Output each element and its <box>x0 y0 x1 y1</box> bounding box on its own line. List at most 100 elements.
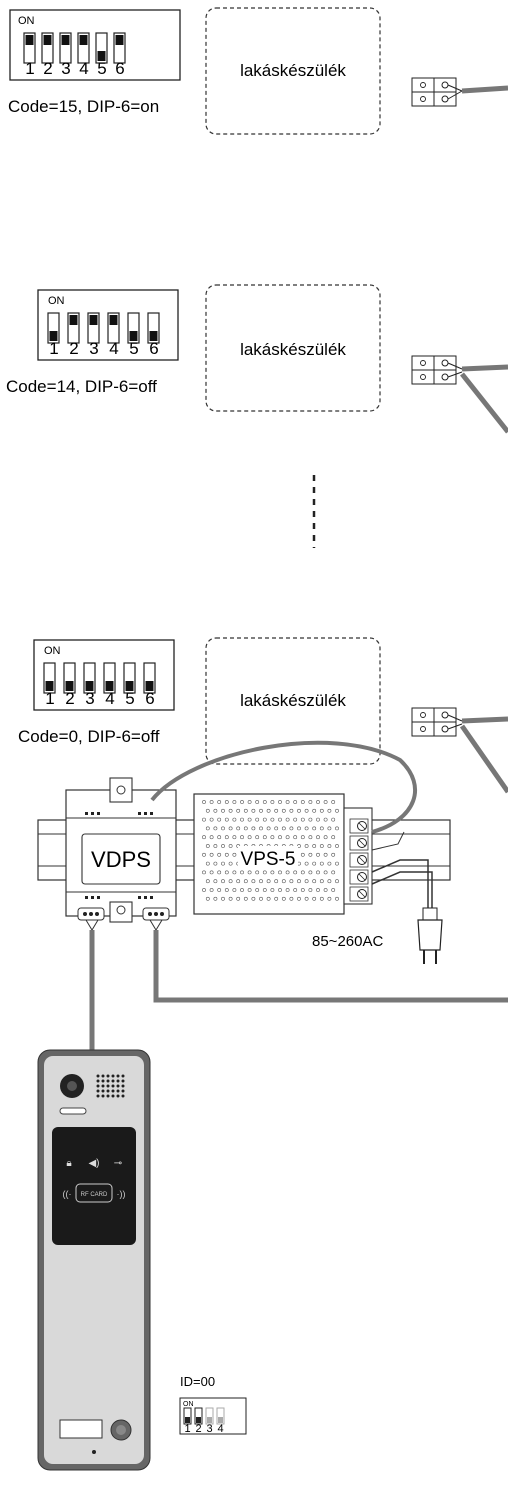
dip-knob-1 <box>25 35 34 45</box>
bus-wire-down <box>460 372 508 434</box>
dip-knob-2 <box>196 1417 201 1423</box>
dip-slot-1 <box>183 1407 192 1425</box>
dip-on-label: ON <box>44 645 61 657</box>
ac-plug-icon <box>417 907 443 964</box>
device-label-unit-3: lakáskészülék <box>240 691 346 710</box>
dip-knob-1 <box>185 1417 190 1423</box>
dip-number: 3 <box>61 59 70 78</box>
dip-knob-5 <box>125 681 134 691</box>
dip-knob-3 <box>89 315 98 325</box>
dip-slot-5 <box>123 662 136 694</box>
dip-knob-1 <box>45 681 54 691</box>
dip-knob-3 <box>207 1417 212 1423</box>
dip-knob-3 <box>61 35 70 45</box>
dip-knob-6 <box>145 681 154 691</box>
dip-on-label: ON <box>183 1401 194 1408</box>
rf-wave-left-icon: ((· <box>63 1189 72 1199</box>
dip-knob-4 <box>109 315 118 325</box>
lock-icon: 🔒︎ <box>66 1158 71 1169</box>
dip-slot-5 <box>127 312 140 344</box>
dip-number: 5 <box>97 59 106 78</box>
dip-knob-6 <box>149 331 158 341</box>
dip-number: 1 <box>25 59 34 78</box>
dip-knob-2 <box>65 681 74 691</box>
dip-number: 6 <box>115 59 124 78</box>
power-section: VDPS VPS-5 85~260AC <box>37 740 508 1050</box>
dip-number: 4 <box>217 1423 223 1435</box>
dip-slot-2 <box>67 312 80 344</box>
key-icon: ⊸ <box>114 1158 122 1169</box>
vdps-module: VDPS <box>65 777 177 923</box>
rf-card-icon <box>75 1183 113 1203</box>
code-label-unit-2: Code=14, DIP-6=off <box>6 377 157 396</box>
dip-slot-3 <box>83 662 96 694</box>
dip-slot-2 <box>63 662 76 694</box>
dip-knob-2 <box>69 315 78 325</box>
dip-knob-1 <box>49 331 58 341</box>
dip-knob-6 <box>115 35 124 45</box>
bus-wire-out <box>461 364 508 372</box>
dip-slot-4 <box>103 662 116 694</box>
dip-slot-4 <box>77 32 90 64</box>
dip-slot-3 <box>59 32 72 64</box>
bus-wire-return <box>153 930 508 1003</box>
dip-number: 3 <box>85 689 94 708</box>
dip-number: 6 <box>149 339 158 358</box>
dip-knob-2 <box>43 35 52 45</box>
dip-number: 4 <box>79 59 88 78</box>
terminal-block-unit-3 <box>411 707 463 737</box>
dip-number: 3 <box>206 1423 212 1435</box>
dip-slot-1 <box>23 32 36 64</box>
dip-slot-5 <box>95 32 108 64</box>
bus-wire <box>461 85 508 94</box>
device-box-unit-3 <box>205 637 381 765</box>
dip-on-label: ON <box>18 15 35 27</box>
rf-wave-right-icon: ·)) <box>117 1189 126 1199</box>
speaker-icon: ◀) <box>88 1158 99 1169</box>
dip-knob-4 <box>79 35 88 45</box>
door-station: 🔒︎ ◀) ⊸ RF CARD ((· ·)) <box>37 1049 151 1471</box>
dip-on-label: ON <box>48 295 65 307</box>
dip-slot-1 <box>43 662 56 694</box>
dip-number: 2 <box>65 689 74 708</box>
power-loop-wire <box>150 740 418 834</box>
dip-knob-4 <box>218 1417 223 1423</box>
dip-number: 2 <box>43 59 52 78</box>
bus-wire-down <box>459 724 508 794</box>
bus-wire-out <box>461 716 508 724</box>
ac-cable <box>371 859 429 910</box>
dip-slot-6 <box>113 32 126 64</box>
dip-slot-2 <box>194 1407 203 1425</box>
dip-slot-6 <box>143 662 156 694</box>
ac-input-label: 85~260AC <box>312 933 383 950</box>
dip-number: 5 <box>129 339 138 358</box>
dip-number: 1 <box>184 1423 190 1435</box>
dip-slot-6 <box>147 312 160 344</box>
dip-slot-1 <box>47 312 60 344</box>
terminal-block-unit-1 <box>411 77 463 107</box>
dip-number: 6 <box>145 689 154 708</box>
dip-number: 2 <box>69 339 78 358</box>
dip-slot-2 <box>41 32 54 64</box>
dip-number: 1 <box>49 339 58 358</box>
dip-slot-3 <box>205 1407 214 1425</box>
door-id-label: ID=00 <box>180 1374 215 1389</box>
name-plate <box>59 1419 103 1439</box>
dip-number: 1 <box>45 689 54 708</box>
code-label-unit-1: Code=15, DIP-6=on <box>8 97 159 116</box>
device-label-unit-2: lakáskészülék <box>240 340 346 359</box>
vps5-module: VPS-5 <box>193 793 373 915</box>
dip-slot-4 <box>216 1407 225 1425</box>
device-label-unit-1: lakáskészülék <box>240 61 346 80</box>
code-label-unit-3: Code=0, DIP-6=off <box>18 727 160 746</box>
device-box-unit-1 <box>205 7 381 135</box>
vps-label: VPS-5 <box>241 849 296 870</box>
dip-slot-3 <box>87 312 100 344</box>
